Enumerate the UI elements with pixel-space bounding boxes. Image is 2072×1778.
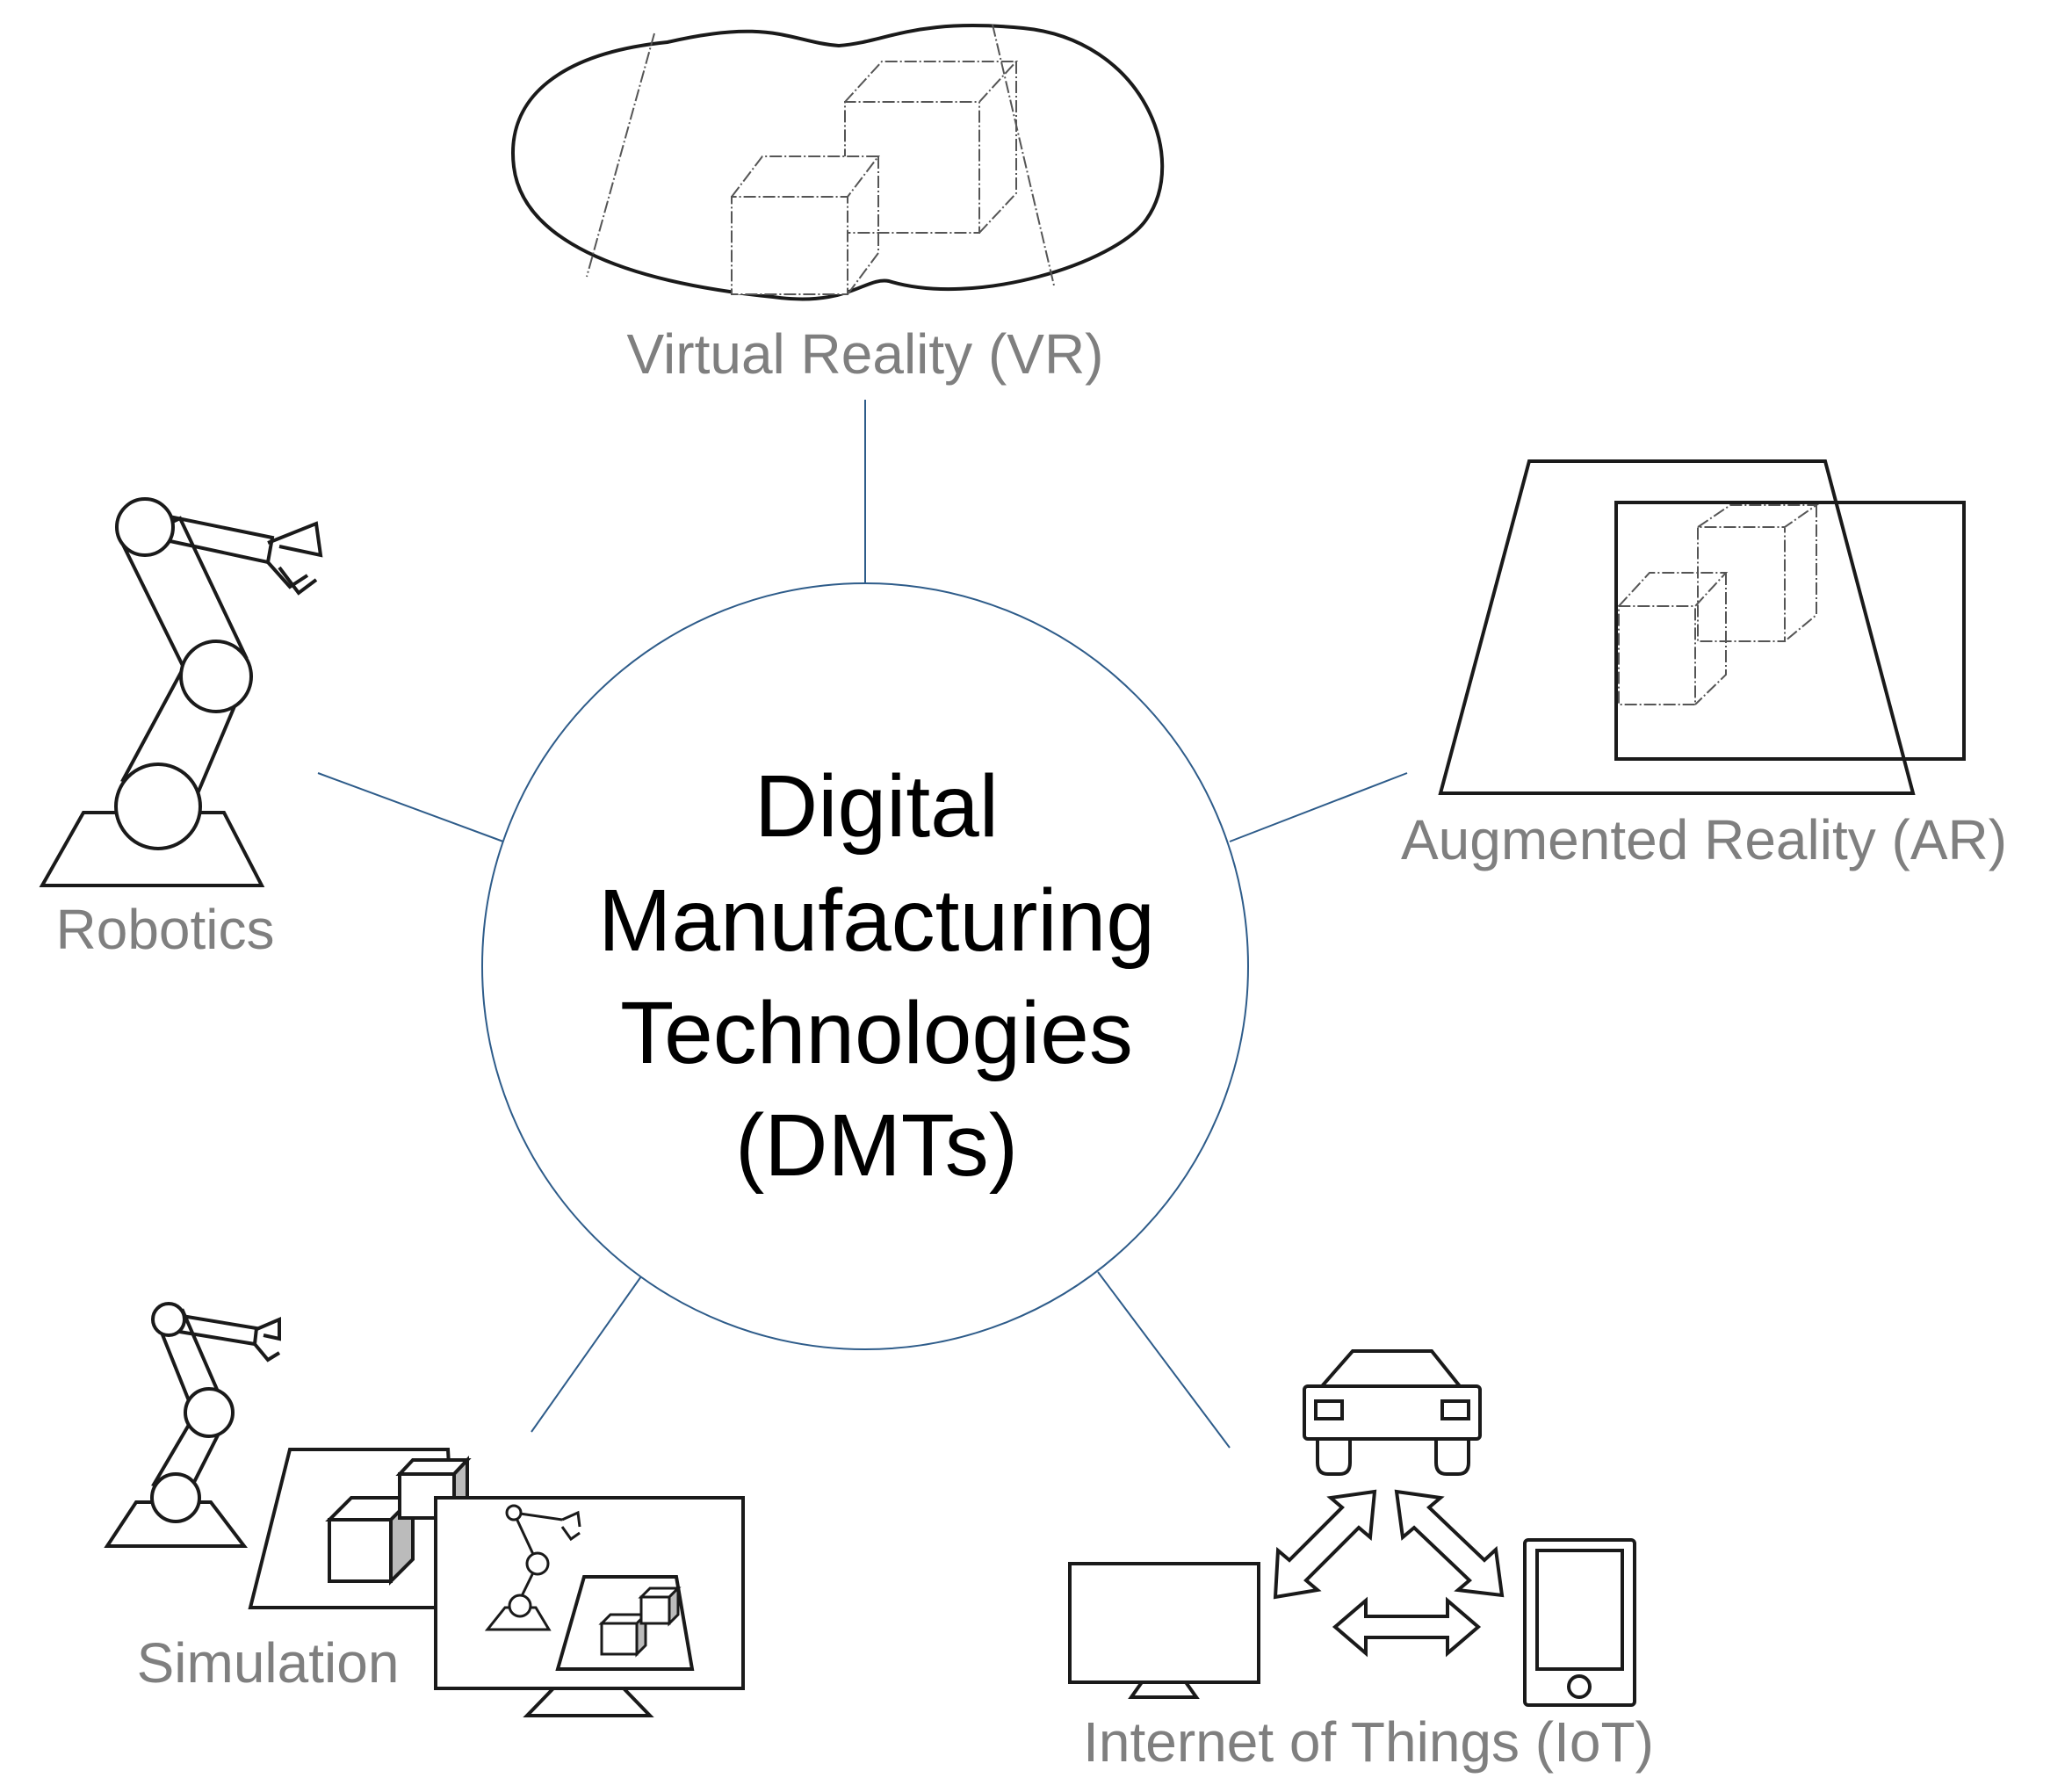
connector-iot <box>1097 1271 1231 1449</box>
ar-back-cube <box>1697 504 1820 642</box>
connectors <box>317 400 1408 1449</box>
vr-front-cube <box>731 155 881 295</box>
connector-robotics <box>317 772 504 842</box>
vr-label: Virtual Reality (VR) <box>627 322 1104 386</box>
double-arrow-left-diagonal-icon <box>1273 1489 1377 1600</box>
connected-devices-icon <box>1068 1349 1636 1707</box>
vr-back-cube <box>844 61 1019 234</box>
ar-label: Augmented Reality (AR) <box>1401 808 2007 871</box>
car-icon <box>1303 1349 1482 1476</box>
connector-ar <box>1229 772 1408 842</box>
monitor-cube-b <box>638 1585 682 1627</box>
robot-arm-icon <box>39 497 323 887</box>
center-circle <box>481 582 1249 1350</box>
tv-icon <box>1068 1562 1260 1699</box>
center-title-line-2: Manufacturing <box>598 871 1155 970</box>
smartphone-icon <box>1523 1538 1636 1707</box>
center-node: Digital Manufacturing Technologies (DMTs… <box>481 582 1249 1350</box>
iot-label: Internet of Things (IoT) <box>1083 1710 1654 1774</box>
double-arrow-right-diagonal-icon <box>1394 1489 1505 1598</box>
simulation-robot-icon <box>104 1302 281 1548</box>
connector-simulation <box>531 1276 642 1433</box>
double-arrow-horizontal-icon <box>1332 1596 1482 1658</box>
center-title-line-4: (DMTs) <box>735 1096 1018 1195</box>
monitor-robot-icon <box>484 1504 581 1631</box>
ar-overlay-icon <box>1438 459 1966 795</box>
simulation-monitor-icon <box>104 1302 745 1717</box>
simulation-label: Simulation <box>137 1631 400 1695</box>
robotics-label: Robotics <box>56 898 275 961</box>
center-title-line-3: Technologies <box>620 984 1133 1082</box>
ar-front-cube <box>1618 572 1729 705</box>
center-title-line-1: Digital <box>754 757 999 856</box>
monitor-cube-a <box>598 1611 649 1658</box>
vr-headset-icon <box>511 24 1165 301</box>
